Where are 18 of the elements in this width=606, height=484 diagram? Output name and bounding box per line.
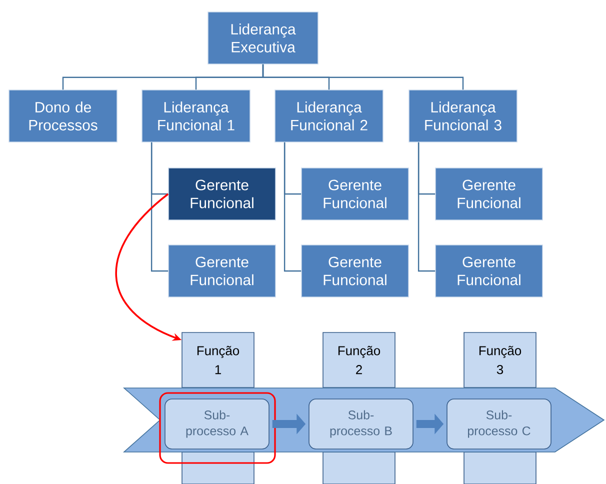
connector: [150, 142, 168, 272]
org-box: Gerente Funcional: [435, 244, 543, 298]
connector: [262, 64, 464, 90]
org-box: Liderança Funcional 2: [274, 90, 384, 142]
org-box: Gerente Funcional: [168, 244, 276, 298]
subprocess-box: Sub- processo C: [446, 398, 552, 450]
org-box: Liderança Funcional 1: [142, 90, 250, 142]
org-box: Gerente Funcional: [301, 168, 409, 220]
org-box: Dono de Processos: [8, 90, 118, 142]
org-box: Gerente Funcional: [435, 168, 543, 220]
org-box: Gerente Funcional: [301, 244, 409, 298]
org-box: Liderança Funcional 3: [408, 90, 518, 142]
connector: [418, 142, 436, 272]
subprocess-box: Sub- processo A: [164, 398, 270, 450]
org-box: Gerente Funcional: [168, 168, 276, 220]
org-box: Liderança Executiva: [208, 12, 318, 64]
subprocess-box: Sub- processo B: [308, 398, 414, 450]
connector: [284, 142, 302, 272]
